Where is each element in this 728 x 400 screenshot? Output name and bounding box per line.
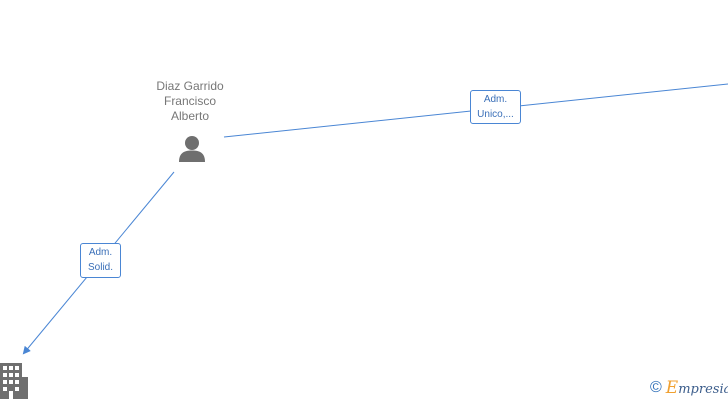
person-icon[interactable] bbox=[177, 134, 207, 169]
brand-initial: E bbox=[665, 378, 679, 398]
person-name-line-3: Alberto bbox=[170, 109, 210, 123]
edge-label-admin-unico[interactable]: Adm. Unico,... bbox=[470, 90, 521, 124]
building-icon[interactable] bbox=[0, 363, 28, 400]
person-name-line-1: Diaz Garrido bbox=[156, 79, 224, 93]
brand-rest: mpresia bbox=[678, 382, 728, 397]
edge-label-line: Adm. bbox=[483, 94, 508, 105]
brand-name: Empresia bbox=[666, 378, 728, 398]
edge-label-line: Solid. bbox=[87, 262, 113, 273]
person-name-line-2: Francisco bbox=[163, 94, 216, 108]
edge-label-line: Unico,... bbox=[477, 109, 514, 120]
edge-label-line: Adm. bbox=[88, 247, 113, 258]
person-name[interactable]: Diaz Garrido Francisco Alberto bbox=[140, 79, 240, 124]
brand-logo: © Empresia bbox=[650, 378, 728, 398]
copyright-icon: © bbox=[650, 379, 662, 396]
edge-label-admin-solid[interactable]: Adm. Solid. bbox=[80, 243, 121, 278]
